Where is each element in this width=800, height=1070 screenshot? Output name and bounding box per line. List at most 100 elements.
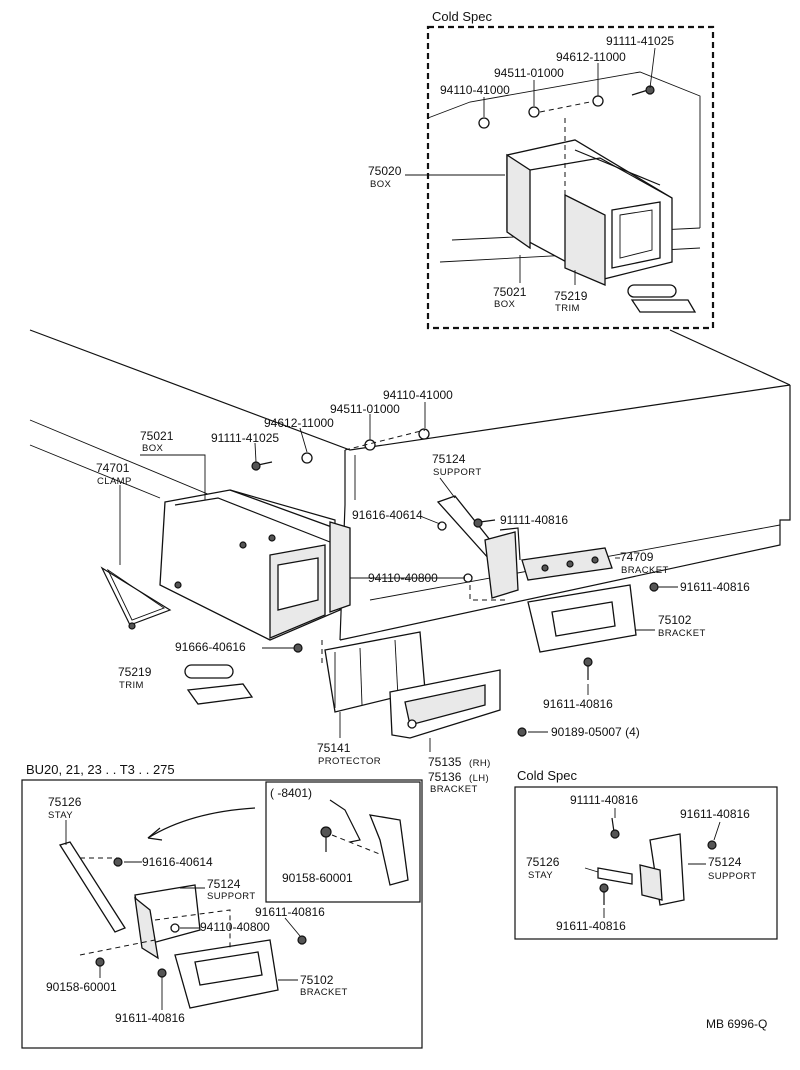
nut-icon <box>170 923 180 933</box>
inset-box-75020 <box>506 139 673 286</box>
label-91611-40816-b: 91611-40816 <box>115 1011 185 1025</box>
label-75126: 75126 <box>526 855 560 869</box>
inset-box-side <box>506 153 531 250</box>
label-90158-60001-a: 90158-60001 <box>282 871 353 885</box>
label-91111-40816: 91111-40816 <box>570 793 638 807</box>
label-75021: 75021 <box>140 429 174 443</box>
support-flange <box>499 527 521 561</box>
label-74701-desc: CLAMP <box>97 476 132 487</box>
leader <box>254 442 257 463</box>
hex-nut-icon <box>478 117 490 129</box>
label-75102-desc: BRACKET <box>300 987 348 998</box>
top-inset-title: Cold Spec <box>432 9 492 24</box>
bottom-left-frame <box>21 779 423 1049</box>
label-75020: 75020 <box>368 164 402 178</box>
bolt-head-icon <box>320 826 332 838</box>
label-75021-desc: BOX <box>494 299 516 310</box>
bolt-shank-icon <box>479 519 496 523</box>
label-75021-desc: BOX <box>142 443 164 454</box>
bottom-left-title: BU20, 21, 23 . . T3 . . 275 <box>26 762 175 777</box>
rivet-icon <box>591 556 599 564</box>
washer-icon <box>301 452 313 464</box>
label-75126-desc: STAY <box>528 870 553 881</box>
clamp-end-icon <box>128 622 136 630</box>
label-75136-side: (LH) <box>469 773 489 784</box>
support-75124-side <box>639 864 663 901</box>
label-75126-desc: STAY <box>48 810 73 821</box>
bolt-head-icon <box>297 935 307 945</box>
diagram-reference: MB 6996-Q <box>706 1017 767 1031</box>
bolt-head-icon <box>610 829 620 839</box>
trim-tube-icon <box>627 284 677 298</box>
leader <box>649 47 656 89</box>
clamp-wire-inner-icon <box>106 568 165 621</box>
label-75102-desc: BRACKET <box>658 628 706 639</box>
label-91611-40816-a: 91611-40816 <box>255 905 325 919</box>
label-91616-40614: 91616-40614 <box>352 508 423 522</box>
label-75126: 75126 <box>48 795 82 809</box>
trim-tube-icon <box>184 664 234 679</box>
bolt-head-icon <box>583 657 593 667</box>
top-inset-frame <box>426 25 715 330</box>
guide <box>331 834 383 856</box>
main-bracket-74709 <box>521 547 613 581</box>
screw-icon <box>517 727 527 737</box>
label-74709-desc: BRACKET <box>621 565 669 576</box>
bracket-75102-slot <box>551 601 616 637</box>
rivet-icon <box>239 541 247 549</box>
label-90158-60001-b: 90158-60001 <box>46 980 117 994</box>
label-75141-desc: PROTECTOR <box>318 756 381 767</box>
guide <box>469 585 505 601</box>
protector-rib <box>394 639 399 698</box>
label-94110-40800: 94110-40800 <box>200 920 270 934</box>
sub-inset-title: ( -8401) <box>270 786 312 800</box>
inset-nut-94511 <box>528 106 540 118</box>
bottom-right-title: Cold Spec <box>517 768 577 783</box>
bolt-head-icon <box>473 518 483 528</box>
body-roof-right <box>669 329 791 386</box>
bolt-head-icon <box>293 643 303 653</box>
label-75124: 75124 <box>207 877 241 891</box>
label-7513x-desc: BRACKET <box>430 784 478 795</box>
rivet-icon <box>268 534 276 542</box>
inset-nut-94110 <box>478 117 490 129</box>
label-75219: 75219 <box>554 289 588 303</box>
label-75124-desc: SUPPORT <box>207 891 256 902</box>
label-75102: 75102 <box>300 973 334 987</box>
inset-washer-94612 <box>592 95 604 107</box>
label-75102: 75102 <box>658 613 692 627</box>
label-91611-40816-a: 91611-40816 <box>680 580 750 594</box>
label-75136: 75136 <box>428 770 462 784</box>
inset-box-inner-side <box>564 193 606 286</box>
trim-strip-icon <box>186 683 254 705</box>
rivet-icon <box>174 581 182 589</box>
inset-body-outline <box>427 71 701 228</box>
inset-trim-75219 <box>627 284 697 313</box>
label-75020-desc: BOX <box>370 179 392 190</box>
leader <box>140 454 206 500</box>
bottom-right-inset: Cold Spec 91111-40816 91611-40816 75126 … <box>514 768 778 940</box>
main-box-window <box>277 557 319 611</box>
label-90189-05007: 90189-05007 (4) <box>551 725 640 739</box>
nut-icon <box>113 857 123 867</box>
nut-94110-icon <box>463 573 473 583</box>
sub-stay <box>329 799 361 843</box>
label-75219-desc: TRIM <box>555 303 580 314</box>
protector-rib <box>359 647 363 706</box>
inset-bolt-91111 <box>631 85 655 96</box>
rivet-icon <box>541 564 549 572</box>
label-94110-41000: 94110-41000 <box>440 83 510 97</box>
top-inset: Cold Spec <box>368 9 715 330</box>
leader <box>299 427 308 453</box>
bolt-head-icon <box>157 968 167 978</box>
label-94511-01000: 94511-01000 <box>494 66 564 80</box>
label-75219: 75219 <box>118 665 152 679</box>
bracket-hole-icon <box>407 719 417 729</box>
inset-guide-2 <box>539 99 601 113</box>
label-91111-40816: 91111-40816 <box>500 513 568 527</box>
main-box-75021 <box>159 489 351 641</box>
label-75124-desc: SUPPORT <box>433 467 482 478</box>
bracket-slot <box>404 684 486 726</box>
